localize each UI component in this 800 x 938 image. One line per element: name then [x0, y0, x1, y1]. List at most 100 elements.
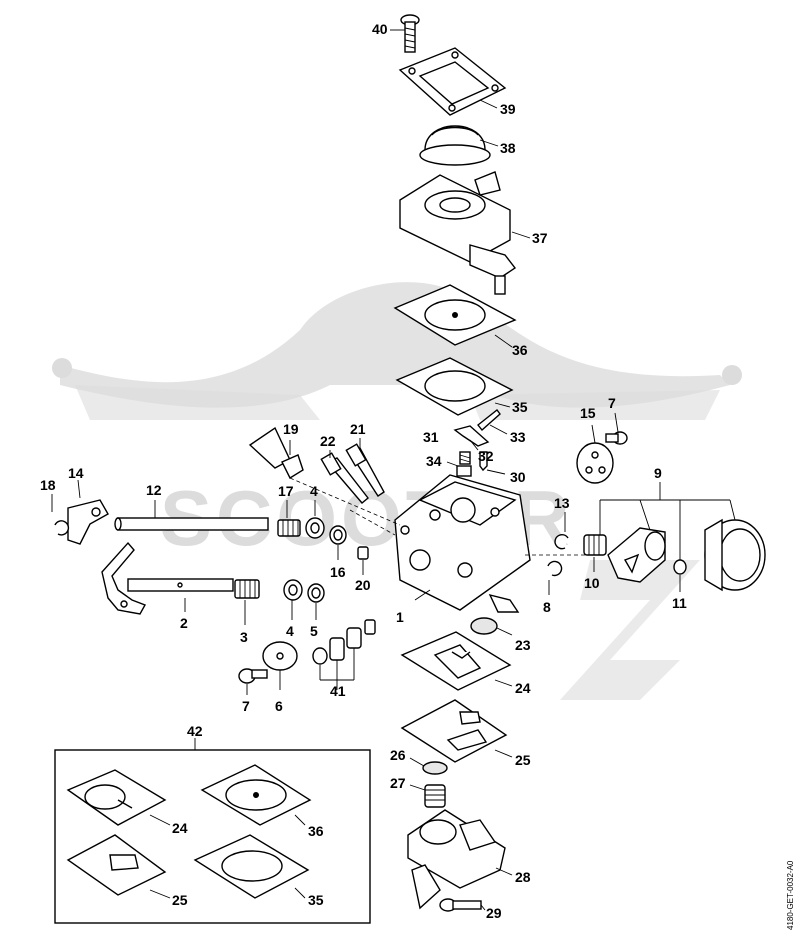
- e-clip-18[interactable]: [51, 494, 70, 536]
- spring-10[interactable]: [583, 534, 607, 572]
- gasket-35[interactable]: [395, 357, 514, 416]
- callout-26: 26: [390, 747, 406, 763]
- kit-gasket-24: [66, 769, 171, 826]
- washer-4-lower[interactable]: [283, 579, 303, 620]
- choke-lever-14[interactable]: [67, 479, 109, 545]
- washer-4-upper[interactable]: [305, 500, 325, 539]
- callout-41: 41: [330, 683, 346, 699]
- needle-kit-41[interactable]: [312, 619, 376, 690]
- callout-15: 15: [580, 405, 596, 421]
- gasket-25[interactable]: [400, 699, 513, 763]
- metering-diaphragm-36[interactable]: [393, 284, 517, 348]
- callout-1: 1: [396, 609, 404, 625]
- callout-9-leaders: [599, 482, 736, 560]
- inlet-lever-32[interactable]: [453, 425, 490, 451]
- callout-23: 23: [515, 637, 531, 653]
- callout-22: 22: [320, 433, 336, 449]
- pump-cover-28[interactable]: [407, 809, 513, 910]
- needle-30[interactable]: [479, 451, 506, 475]
- callout-5: 5: [310, 623, 318, 639]
- choke-shaft-12[interactable]: [114, 500, 269, 531]
- callout-14: 14: [68, 465, 84, 481]
- callout-19: 19: [283, 421, 299, 437]
- spring-27[interactable]: [409, 784, 446, 808]
- torsion-spring-17[interactable]: [277, 500, 301, 537]
- kit-gasket-35: [193, 834, 310, 899]
- callout-20: 20: [355, 577, 371, 593]
- callout-31: 31: [423, 429, 439, 445]
- kit-callout-36: 36: [308, 823, 324, 839]
- kit-callout-24: 24: [172, 820, 188, 836]
- callout-6: 6: [275, 698, 283, 714]
- callout-38: 38: [500, 140, 516, 156]
- spring-34[interactable]: [446, 451, 472, 477]
- screw-29[interactable]: [439, 898, 486, 912]
- screw-7-lower[interactable]: [238, 668, 268, 695]
- carburetor-body-1[interactable]: [394, 474, 531, 613]
- callout-42: 42: [187, 723, 203, 739]
- cover-plate-15[interactable]: [576, 424, 614, 484]
- callout-34: 34: [426, 453, 442, 469]
- primer-bulb-38[interactable]: [419, 125, 499, 166]
- callout-8: 8: [543, 599, 551, 615]
- callout-7-lower: 7: [242, 698, 250, 714]
- screw-40[interactable]: [390, 14, 420, 53]
- callout-7-upper: 7: [608, 395, 616, 411]
- filter-23[interactable]: [470, 617, 513, 636]
- callout-25: 25: [515, 752, 531, 768]
- reference-code: 4180-GET-0032-A0: [786, 860, 795, 930]
- lever-9[interactable]: [607, 527, 666, 583]
- callout-13: 13: [554, 495, 570, 511]
- sleeve-20[interactable]: [357, 546, 369, 575]
- callout-36: 36: [512, 342, 528, 358]
- callout-27: 27: [390, 775, 406, 791]
- callout-28: 28: [515, 869, 531, 885]
- kit-callout-35: 35: [308, 892, 324, 908]
- callout-37: 37: [532, 230, 548, 246]
- callout-29: 29: [486, 905, 502, 921]
- callout-33: 33: [510, 429, 526, 445]
- kit-callout-25: 25: [172, 892, 188, 908]
- callout-24: 24: [515, 680, 531, 696]
- cam-disc-6[interactable]: [262, 641, 298, 690]
- callout-labels: 40 39 38 37 36 35 33 31 32 34 30 19 22 2…: [40, 21, 687, 921]
- callout-39: 39: [500, 101, 516, 117]
- callout-30: 30: [510, 469, 526, 485]
- washer-26[interactable]: [409, 757, 448, 775]
- throttle-lever[interactable]: [101, 541, 147, 615]
- callout-32: 32: [478, 448, 494, 464]
- e-clip-13[interactable]: [554, 512, 569, 550]
- high-speed-screw-22[interactable]: [320, 450, 369, 504]
- callout-16: 16: [330, 564, 346, 580]
- e-clip-8[interactable]: [547, 560, 563, 595]
- choke-knob-9[interactable]: [704, 518, 766, 592]
- callout-17: 17: [278, 483, 294, 499]
- callout-4-lower: 4: [286, 623, 294, 639]
- kit-diaphragm-36: [200, 764, 312, 826]
- limiter-cap-19[interactable]: [248, 426, 304, 479]
- low-speed-screw-21[interactable]: [345, 438, 385, 497]
- callout-11: 11: [672, 595, 687, 611]
- cover-plate-39[interactable]: [398, 47, 507, 116]
- torsion-spring-3[interactable]: [234, 579, 260, 625]
- callout-40: 40: [372, 21, 388, 37]
- ring-16[interactable]: [329, 525, 347, 560]
- callout-3: 3: [240, 629, 248, 645]
- callout-21: 21: [350, 421, 366, 437]
- throttle-shaft-2[interactable]: [127, 578, 234, 612]
- callout-18: 18: [40, 477, 56, 493]
- ring-5[interactable]: [307, 583, 325, 620]
- pin-33[interactable]: [477, 409, 508, 435]
- gasket-kit-42[interactable]: [54, 738, 371, 924]
- pump-housing-37[interactable]: [399, 171, 531, 295]
- gasket-24[interactable]: [400, 631, 513, 691]
- callout-4-upper: 4: [310, 483, 318, 499]
- callout-12: 12: [146, 482, 162, 498]
- callout-10: 10: [584, 575, 600, 591]
- callout-35: 35: [512, 399, 528, 415]
- callout-2: 2: [180, 615, 188, 631]
- screw-7-upper[interactable]: [605, 412, 628, 445]
- kit-gasket-25: [66, 834, 171, 899]
- callout-9: 9: [654, 465, 662, 481]
